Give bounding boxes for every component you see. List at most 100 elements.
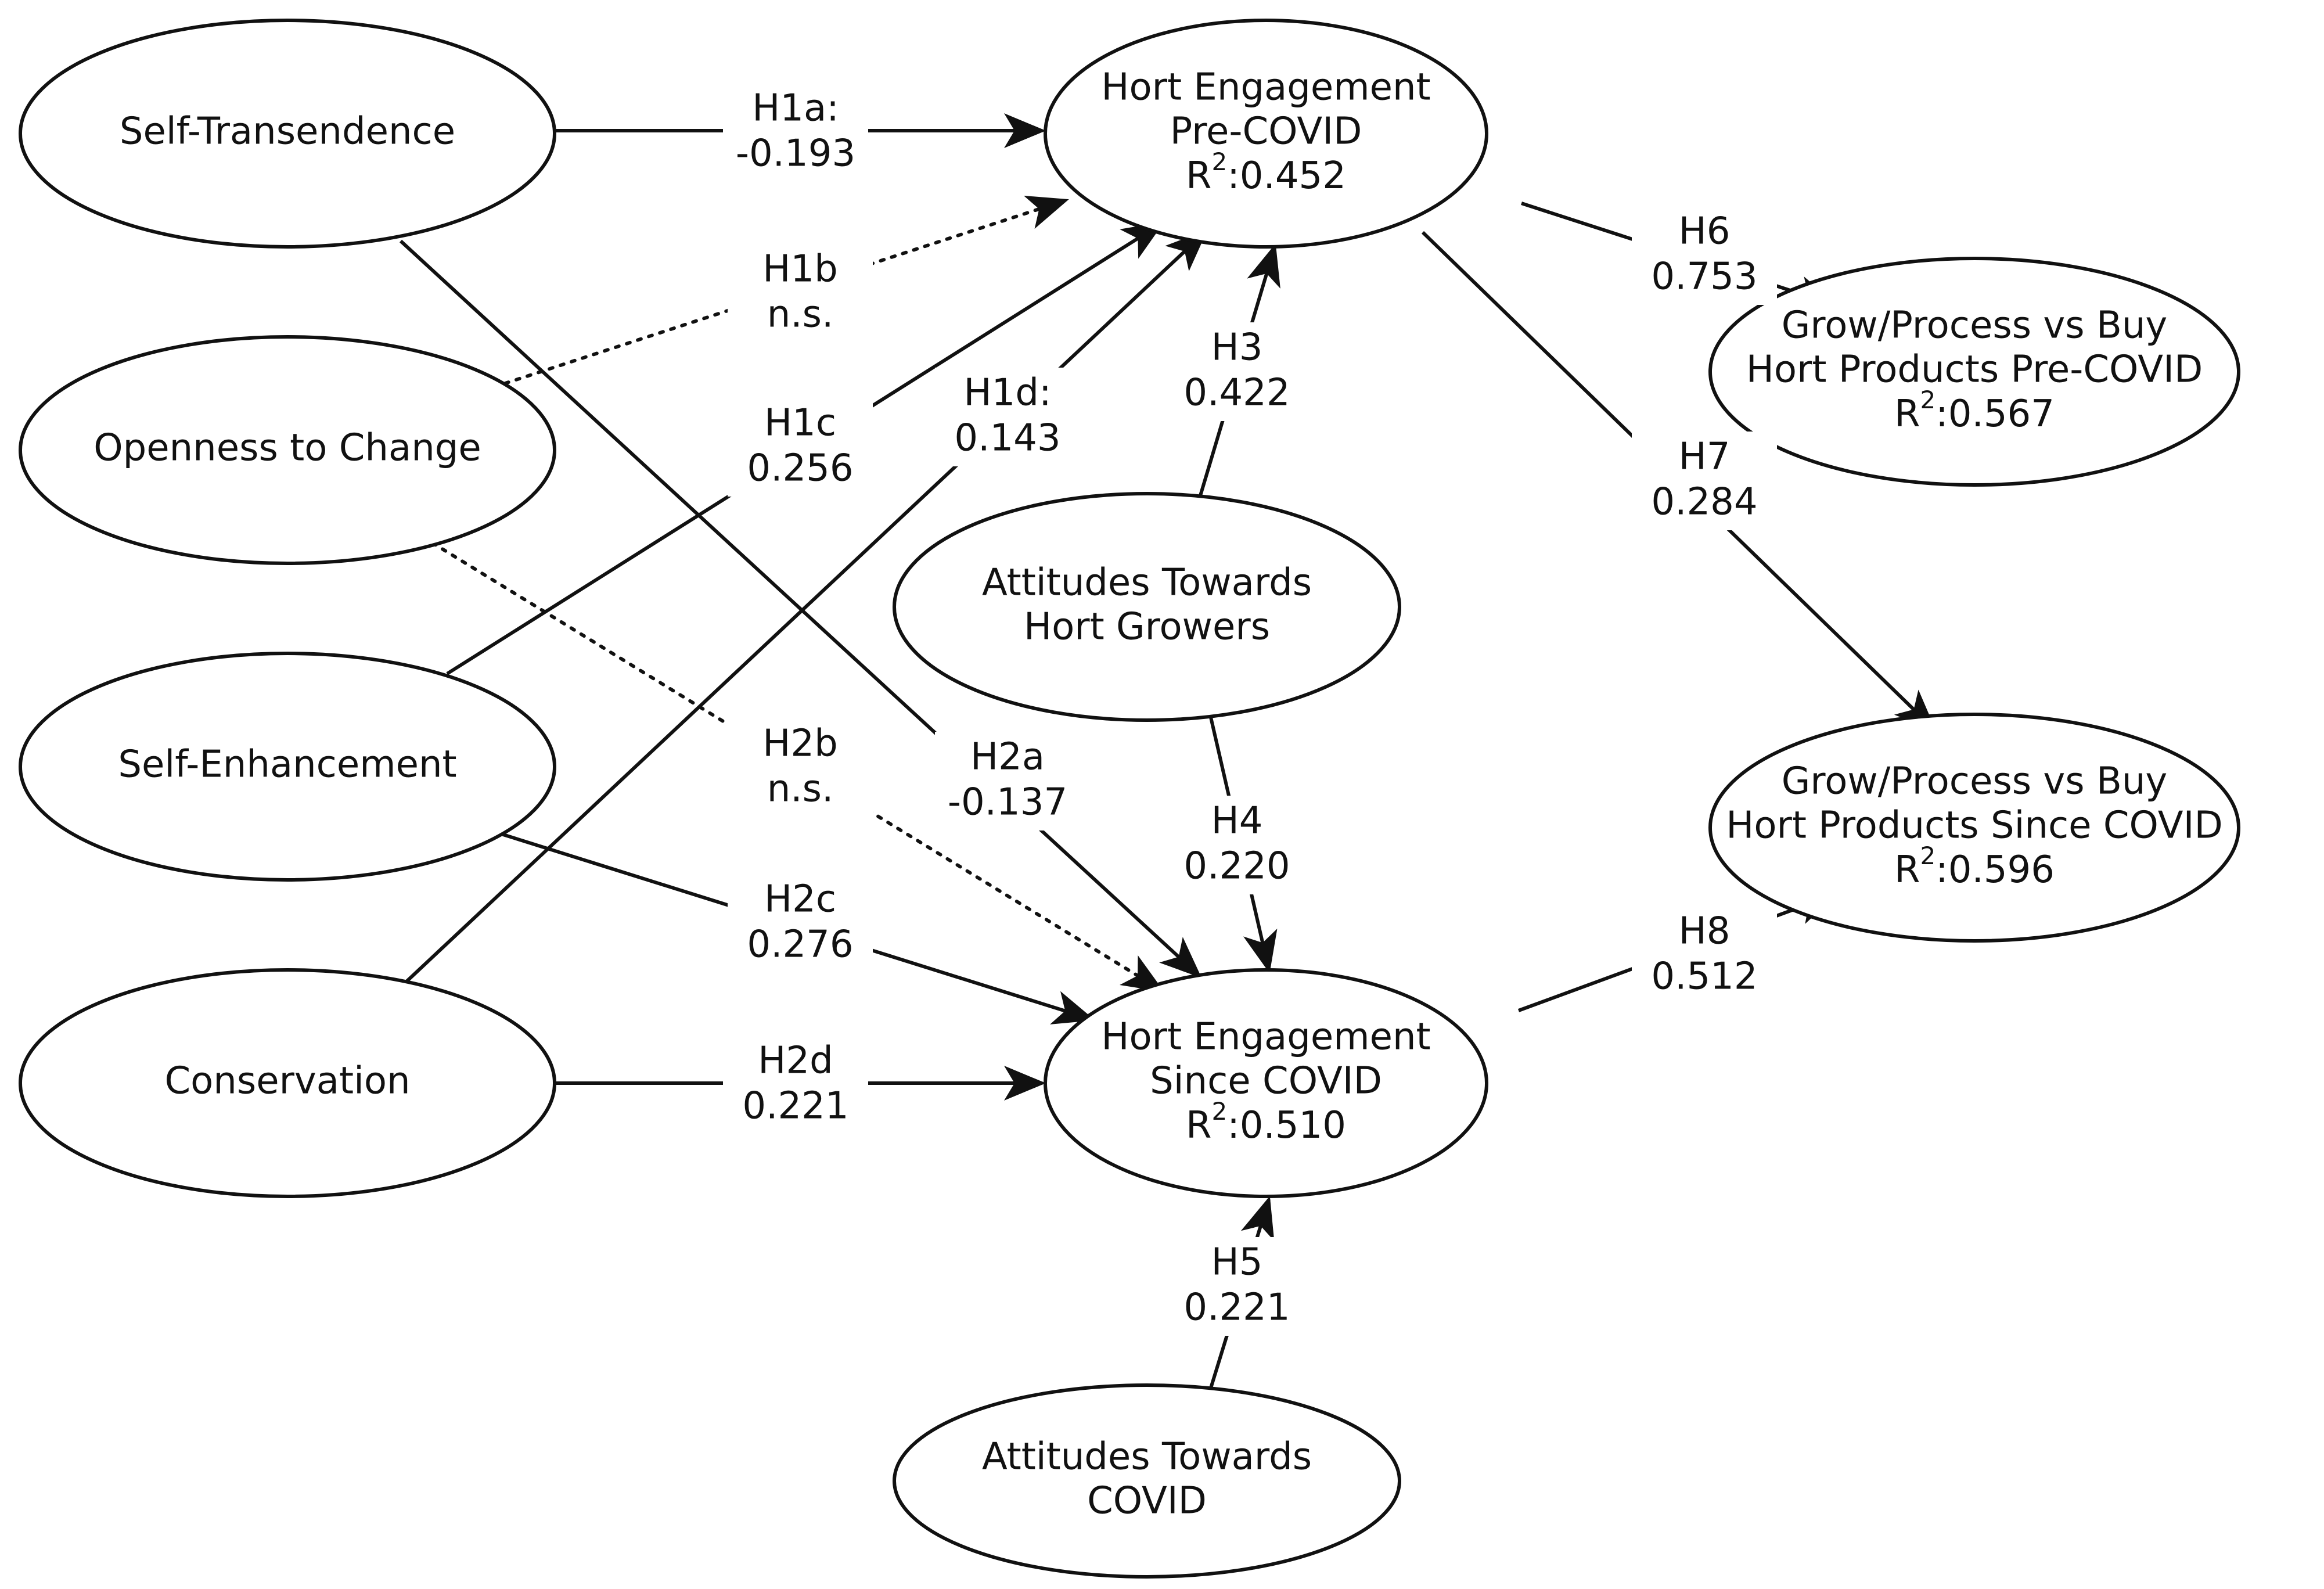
node-self-enhancement: Self-Enhancement — [19, 652, 556, 882]
edge-value-h2a: -0.137 — [948, 781, 1067, 824]
node-label-hort-engagement-pre-0: Hort Engagement — [1101, 66, 1430, 109]
edge-label-h4: H4 — [1211, 800, 1263, 843]
edge-label-bg-h1a — [723, 83, 868, 182]
node-ellipse-attitudes-covid — [893, 1383, 1401, 1579]
edge-label-bg-h7 — [1632, 432, 1777, 530]
node-label-grow-buy-pre-0: Grow/Process vs Buy — [1782, 304, 2168, 347]
node-openness-to-change: Openness to Change — [19, 335, 556, 565]
r2-value: :0.567 — [1936, 393, 2055, 436]
node-ellipse-openness-to-change — [19, 335, 556, 565]
edge-label-h2b: H2b — [762, 722, 837, 765]
edge-value-h8: 0.512 — [1651, 955, 1757, 998]
node-ellipse-hort-engagement-since — [1044, 968, 1488, 1198]
edge-value-h4: 0.220 — [1183, 845, 1290, 888]
edge-label-h3: H3 — [1211, 326, 1263, 369]
r2-prefix: R — [1186, 154, 1211, 197]
edge-label-h1a: H1a: — [752, 87, 839, 130]
edge-label-bg-h1c — [728, 398, 873, 497]
edge-value-h3: 0.422 — [1183, 372, 1290, 415]
node-label-hort-engagement-pre-1: Pre-COVID — [1170, 110, 1362, 153]
edge-label-bg-h2a — [935, 732, 1080, 831]
edge-value-h2c: 0.276 — [747, 923, 853, 966]
edges-layer — [399, 113, 1937, 1389]
edge-label-h1d: H1d: — [963, 372, 1051, 415]
edge-h2a — [399, 239, 1202, 979]
node-label-attitudes-covid-1: COVID — [1087, 1480, 1207, 1523]
edge-value-h2b: n.s. — [767, 768, 834, 811]
edge-label-bg-h1b — [728, 244, 873, 343]
edge-label-h6: H6 — [1679, 210, 1731, 253]
edge-label-bg-h2c — [728, 874, 873, 973]
node-label-grow-buy-since-0: Grow/Process vs Buy — [1782, 760, 2168, 803]
r2-prefix: R — [1186, 1104, 1211, 1147]
node-label-attitudes-hort-growers-0: Attitudes Towards — [982, 562, 1312, 605]
node-ellipse-hort-engagement-pre — [1044, 19, 1488, 249]
r2-prefix: R — [1894, 849, 1920, 891]
node-label-self-enhancement-0: Self-Enhancement — [118, 743, 456, 786]
edge-label-bg-h6 — [1632, 206, 1777, 305]
node-label-grow-buy-pre-1: Hort Products Pre-COVID — [1746, 348, 2203, 391]
edge-label-bg-h2b — [728, 718, 873, 817]
edge-h1d — [405, 229, 1208, 983]
edge-label-bg-h1d — [935, 368, 1080, 466]
node-label-hort-engagement-since-0: Hort Engagement — [1101, 1016, 1430, 1059]
node-label-self-transendence-0: Self-Transendence — [120, 110, 455, 153]
edge-value-h6: 0.753 — [1651, 256, 1757, 299]
edge-label-h7: H7 — [1679, 436, 1731, 479]
r2-prefix: R — [1894, 393, 1920, 436]
edge-value-h5: 0.221 — [1183, 1286, 1290, 1329]
node-ellipse-grow-buy-since — [1708, 713, 2240, 943]
node-ellipse-attitudes-hort-growers — [893, 492, 1401, 722]
node-label-grow-buy-since-1: Hort Products Since COVID — [1726, 804, 2222, 847]
r2-superscript: 2 — [1211, 1097, 1227, 1126]
node-ellipse-conservation — [19, 968, 556, 1198]
node-conservation: Conservation — [19, 968, 556, 1198]
edge-label-h1b: H1b — [762, 248, 837, 291]
edge-value-h1d: 0.143 — [954, 417, 1060, 460]
edge-label-h2c: H2c — [764, 878, 836, 921]
node-label-attitudes-covid-0: Attitudes Towards — [982, 1436, 1312, 1479]
edge-value-h1c: 0.256 — [747, 447, 853, 490]
node-label-hort-engagement-since-1: Since COVID — [1150, 1060, 1382, 1103]
node-r2-grow-buy-pre: R2:0.567 — [1894, 386, 2055, 436]
edge-label-bg-h3 — [1164, 322, 1310, 421]
r2-value: :0.596 — [1936, 849, 2055, 891]
r2-superscript: 2 — [1211, 148, 1227, 176]
node-label-conservation-0: Conservation — [164, 1060, 410, 1103]
node-ellipse-self-enhancement — [19, 652, 556, 882]
edge-label-h8: H8 — [1679, 910, 1731, 953]
r2-superscript: 2 — [1920, 842, 1936, 870]
edge-value-h1b: n.s. — [767, 293, 834, 336]
r2-superscript: 2 — [1920, 386, 1936, 414]
node-r2-hort-engagement-pre: R2:0.452 — [1186, 148, 1346, 197]
edge-label-h5: H5 — [1211, 1241, 1263, 1284]
edge-label-bg-h5 — [1164, 1237, 1310, 1336]
node-label-attitudes-hort-growers-1: Hort Growers — [1024, 606, 1270, 649]
edge-value-h1a: -0.193 — [736, 132, 855, 175]
edge-value-h2d: 0.221 — [742, 1085, 848, 1128]
edge-label-h2a: H2a — [970, 736, 1045, 779]
edge-label-bg-h8 — [1632, 906, 1777, 1005]
r2-value: :0.510 — [1227, 1104, 1346, 1147]
labels-layer: H1a:-0.193H1bn.s.H1c0.256H1d:0.143H2a-0.… — [723, 83, 1777, 1336]
edge-value-h7: 0.284 — [1651, 481, 1757, 524]
node-self-transendence: Self-Transendence — [19, 19, 556, 249]
edge-label-bg-h2d — [723, 1036, 868, 1134]
r2-value: :0.452 — [1227, 154, 1346, 197]
node-label-openness-to-change-0: Openness to Change — [93, 427, 481, 470]
node-r2-hort-engagement-since: R2:0.510 — [1186, 1097, 1346, 1147]
edge-label-h2d: H2d — [758, 1040, 833, 1083]
node-ellipse-self-transendence — [19, 19, 556, 249]
edge-label-bg-h4 — [1164, 796, 1310, 894]
edge-label-h1c: H1c — [764, 402, 836, 445]
edge-h2b — [431, 541, 1165, 993]
node-r2-grow-buy-since: R2:0.596 — [1894, 842, 2055, 891]
